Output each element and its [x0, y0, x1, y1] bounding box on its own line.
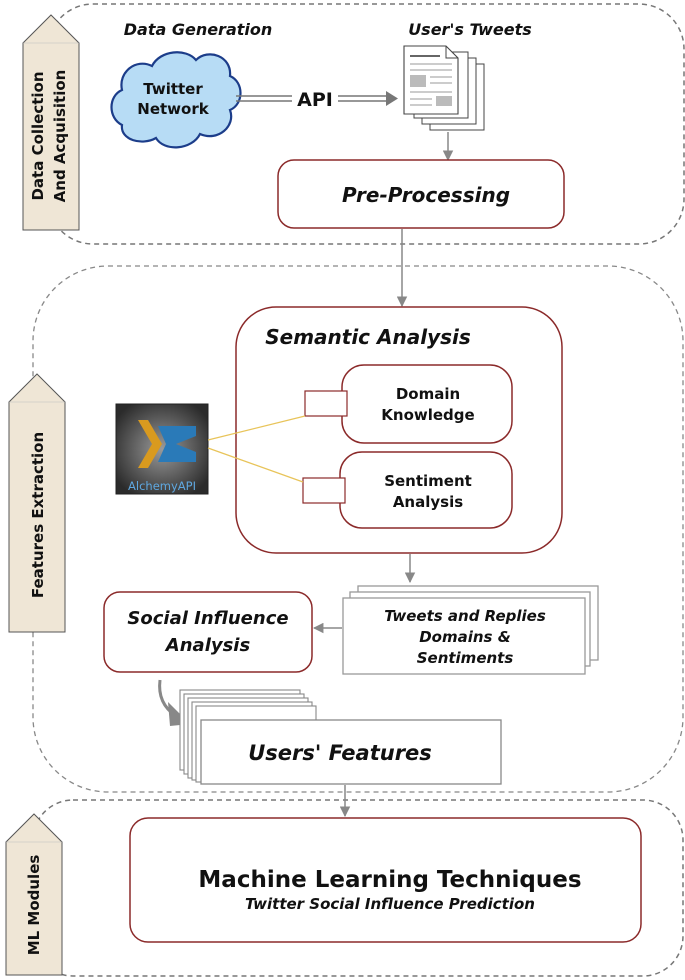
users-features-stack: Users' Features	[179, 689, 502, 785]
data-collection-tab: Data Collection And Acquisition	[22, 14, 80, 231]
data-generation-title: Data Generation	[124, 20, 273, 39]
sentiment-analysis-line2: Analysis	[393, 493, 463, 511]
domain-knowledge-line2: Knowledge	[381, 406, 474, 424]
ml-techniques-box	[129, 817, 642, 943]
ml-modules-label: ML Modules	[25, 855, 43, 956]
ml-subtitle: Twitter Social Influence Prediction	[245, 895, 535, 913]
connector-sentiment	[207, 447, 304, 483]
domain-knowledge-module: Domain Knowledge	[304, 364, 513, 444]
features-extraction-tab: Features Extraction	[8, 373, 66, 633]
tweets-replies-line2: Domains &	[419, 628, 511, 646]
alchemyapi-logo: AlchemyAPI	[115, 403, 209, 495]
data-collection-label-line1: Data Collection	[29, 71, 47, 200]
cloud-text-line1: Twitter	[143, 80, 203, 98]
ml-title: Machine Learning Techniques	[198, 867, 581, 893]
features-extraction-region	[32, 265, 684, 793]
alchemyapi-logo-text: AlchemyAPI	[128, 479, 196, 493]
preprocessing-box	[277, 159, 565, 229]
features-extraction-label: Features Extraction	[29, 432, 47, 598]
connector-domain	[207, 415, 306, 441]
users-tweets-title: User's Tweets	[408, 20, 532, 39]
data-collection-label-line2: And Acquisition	[51, 70, 69, 203]
tweets-replies-line1: Tweets and Replies	[384, 607, 546, 625]
sentiment-analysis-module: Sentiment Analysis	[302, 451, 513, 529]
social-influence-line1: Social Influence	[127, 608, 288, 629]
social-influence-box	[103, 591, 313, 673]
tweets-replies-line3: Sentiments	[417, 649, 514, 667]
twitter-network-cloud: Twitter Network	[110, 51, 242, 149]
users-features-label: Users' Features	[248, 741, 432, 765]
domain-knowledge-line1: Domain	[396, 385, 460, 403]
api-arrow: API	[236, 89, 398, 111]
tweet-documents-icon	[403, 45, 485, 131]
ml-modules-tab: ML Modules	[5, 813, 63, 976]
sentiment-analysis-line1: Sentiment	[384, 472, 472, 490]
cloud-text-line2: Network	[137, 100, 209, 118]
tweets-replies-stack: Tweets and Replies Domains & Sentiments	[342, 585, 599, 675]
semantic-analysis-title: Semantic Analysis	[265, 325, 471, 349]
data-collection-region	[47, 3, 685, 245]
api-label: API	[297, 89, 333, 111]
preprocessing-label: Pre-Processing	[342, 183, 510, 207]
social-influence-line2: Analysis	[164, 635, 251, 656]
